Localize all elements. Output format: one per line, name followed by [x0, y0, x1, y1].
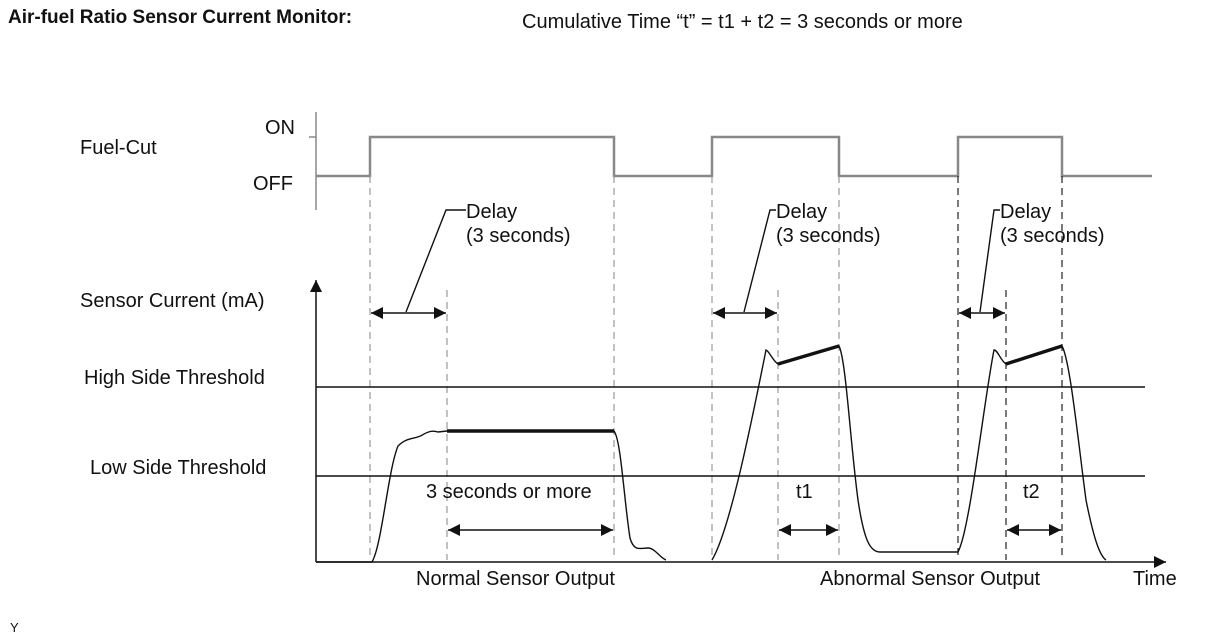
normal-sensor-output-label: Normal Sensor Output — [416, 568, 615, 590]
fuel-cut-on-label: ON — [265, 117, 295, 139]
fuel-cut-label: Fuel-Cut — [80, 137, 157, 159]
abnormal-segment-t2 — [1005, 344, 1063, 366]
abnormal-sensor-output-label: Abnormal Sensor Output — [820, 568, 1041, 590]
diagram-title: Air-fuel Ratio Sensor Current Monitor: — [8, 7, 352, 28]
delay-label-1: Delay — [466, 201, 517, 223]
abnormal-segment-t1 — [777, 344, 840, 366]
footer-mark: Y — [10, 620, 19, 634]
delay-label-2: Delay — [776, 201, 827, 223]
t1-label: t1 — [796, 481, 813, 503]
delay-leader-3 — [979, 209, 1000, 313]
time-axis-label: Time — [1133, 568, 1177, 590]
delay-duration-1: (3 seconds) — [466, 225, 571, 247]
sensor-current-label: Sensor Current (mA) — [80, 290, 265, 312]
delay-leader-2 — [743, 209, 776, 313]
high-threshold-label: High Side Threshold — [84, 367, 265, 389]
delay-duration-3: (3 seconds) — [1000, 225, 1105, 247]
sensor-current-waveform — [316, 345, 1107, 563]
normal-duration-label: 3 seconds or more — [426, 481, 592, 503]
low-threshold-label: Low Side Threshold — [90, 457, 266, 479]
delay-label-3: Delay — [1000, 201, 1051, 223]
delay-duration-2: (3 seconds) — [776, 225, 881, 247]
guide-lines — [369, 176, 1063, 560]
delay-leader-1 — [405, 209, 466, 313]
fuel-cut-waveform — [316, 135, 1152, 178]
cumulative-time-formula: Cumulative Time “t” = t1 + t2 = 3 second… — [522, 11, 963, 33]
fuel-cut-off-label: OFF — [253, 173, 293, 195]
t2-label: t2 — [1023, 481, 1040, 503]
